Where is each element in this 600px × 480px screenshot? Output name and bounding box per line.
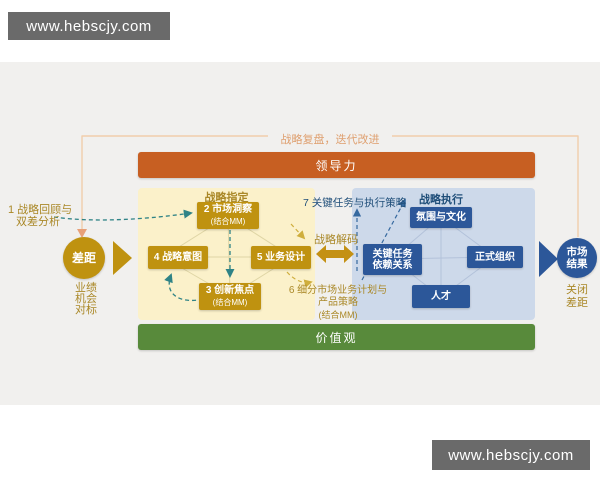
market-insight-box: 2 市场洞察 (结合MM) [197, 202, 259, 229]
segment-market-plan-label: 6 细分市场业务计划与 产品策略 (结合MM) [288, 285, 388, 320]
market-result-circle: 市场 结果 [557, 238, 597, 278]
key-task-exec-strategy-label: 7 关键任务与执行策略 [303, 197, 407, 209]
climate-culture-box: 氛围与文化 [410, 207, 472, 228]
leadership-bar: 领导力 [138, 152, 535, 178]
close-gap-label: 关闭 差距 [566, 284, 588, 309]
formal-organization-box: 正式组织 [467, 246, 523, 268]
execution-panel-title: 战略执行 [419, 194, 463, 206]
values-bar-label: 价值观 [315, 330, 358, 345]
watermark-banner-top[interactable]: www.hebscjy.com [8, 12, 170, 40]
strategy-decode-label: 战略解码 [314, 234, 358, 246]
watermark-url-bottom: www.hebscjy.com [448, 446, 574, 464]
strategy-intent-box: 4 战略意图 [148, 246, 208, 269]
innovation-focus-box: 3 创新焦点 (结合MM) [199, 283, 261, 310]
watermark-banner-bottom[interactable]: www.hebscjy.com [432, 440, 590, 470]
strategy-review-label: 1 战略回顾与 双差分析 [8, 204, 73, 228]
business-design-box: 5 业务设计 [251, 246, 311, 269]
watermark-url-top: www.hebscjy.com [26, 17, 152, 35]
key-tasks-dependency-box: 关键任务 依赖关系 [363, 244, 422, 275]
gap-circle: 差距 [63, 237, 105, 279]
feedback-loop-label: 战略复盘，迭代改进 [268, 130, 392, 148]
values-bar: 价值观 [138, 324, 535, 350]
talent-box: 人才 [412, 285, 470, 308]
leadership-bar-label: 领导力 [315, 158, 358, 173]
benchmark-label: 业绩 机会 对标 [75, 282, 97, 316]
formulation-panel-title: 战略指定 [204, 192, 249, 204]
